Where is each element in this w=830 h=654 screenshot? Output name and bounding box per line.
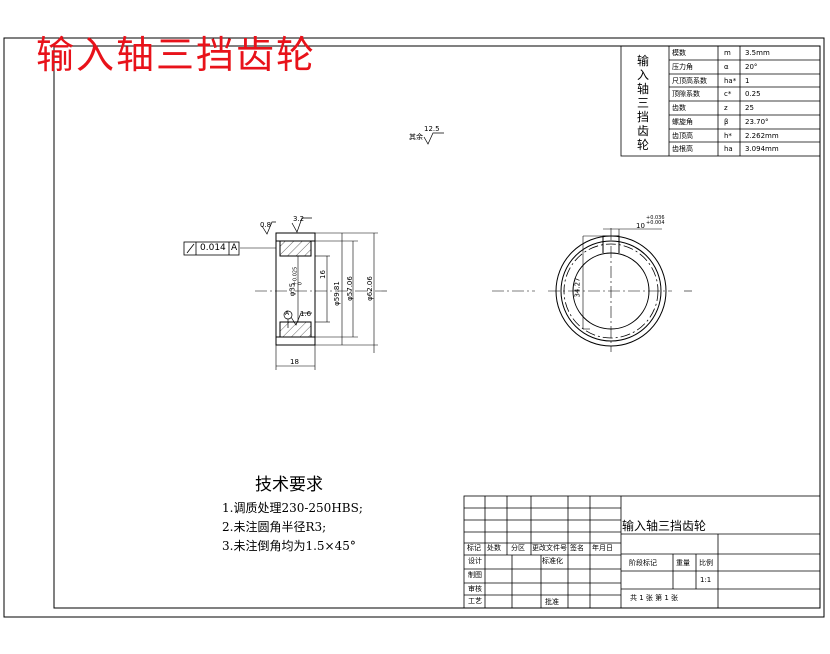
param-symbol: h* xyxy=(724,132,732,140)
param-name: 压力角 xyxy=(672,63,693,71)
requirements-title: 技术要求 xyxy=(255,475,323,495)
tb-row-review: 审核 xyxy=(468,585,482,593)
tb-scale-value: 1:1 xyxy=(700,576,712,584)
param-value: 1 xyxy=(745,77,750,85)
param-name: 齿根高 xyxy=(672,145,693,153)
outer-border xyxy=(3,37,825,618)
title-block-name: 输入轴三挡齿轮 xyxy=(622,519,707,533)
param-name: 齿数 xyxy=(672,104,686,112)
param-table-grid xyxy=(620,45,821,157)
page-title: 输入轴三挡齿轮 xyxy=(36,33,317,77)
param-name: 模数 xyxy=(672,49,686,57)
keyway-width: 10 xyxy=(636,222,645,230)
param-symbol: β xyxy=(724,118,729,126)
param-symbol: α xyxy=(724,63,729,71)
tb-row-drawing: 制图 xyxy=(468,571,482,579)
param-name: 螺旋角 xyxy=(672,118,693,126)
roughness-left: 0.8 xyxy=(260,221,272,229)
tolerance-frame xyxy=(183,241,240,256)
tb-row-design: 设计 xyxy=(468,557,482,565)
dim-57: φ57.06 xyxy=(345,276,354,301)
tb-stage-label: 阶段标记 xyxy=(629,559,657,567)
tb-header-cell: 年月日 xyxy=(592,544,613,552)
keyway-depth: 34.27 xyxy=(573,277,582,298)
roughness-general-prefix: 其余 xyxy=(409,133,423,141)
tb-header-cell: 标记 xyxy=(467,544,481,552)
param-value: 0.25 xyxy=(745,90,761,98)
param-value: 3.094mm xyxy=(745,145,779,153)
title-block-grid xyxy=(463,495,821,609)
keyway-tol: +0.036 +0.004 xyxy=(646,215,665,226)
param-symbol: ha* xyxy=(724,77,737,85)
roughness-symbols xyxy=(261,132,444,326)
param-symbol: m xyxy=(724,49,731,57)
dim-16: 16 xyxy=(318,270,327,279)
side-view xyxy=(240,232,390,370)
dim-bore-tol: +0.025 0 xyxy=(292,266,304,286)
param-table-title: 输入轴三挡齿轮 xyxy=(636,54,649,152)
tb-row-process: 工艺 xyxy=(468,597,482,605)
requirement-item: 3.未注倒角均为1.5×45° xyxy=(222,539,356,553)
requirement-item: 1.调质处理230-250HBS; xyxy=(222,501,363,515)
tb-header-cell: 更改文件号 xyxy=(532,544,567,552)
tb-approve: 批准 xyxy=(545,598,559,606)
param-name: 齿顶高 xyxy=(672,132,693,140)
requirement-item: 2.未注圆角半径R3; xyxy=(222,520,327,534)
tb-sheets: 共 1 张 第 1 张 xyxy=(630,594,679,602)
tb-header-cell: 分区 xyxy=(511,544,525,552)
param-value: 3.5mm xyxy=(745,49,770,57)
param-value: 20° xyxy=(745,63,758,71)
param-name: 顶隙系数 xyxy=(672,90,700,98)
tolerance-datum: A xyxy=(231,243,238,253)
param-value: 2.262mm xyxy=(745,132,779,140)
tb-standardization: 标准化 xyxy=(542,557,563,565)
dim-59: φ59.81 xyxy=(332,281,341,306)
roughness-general-value: 12.5 xyxy=(424,125,440,133)
roughness-top: 3.2 xyxy=(293,215,305,223)
param-name: 尺顶高系数 xyxy=(672,77,707,85)
param-symbol: z xyxy=(724,104,728,112)
tb-scale-label: 比例 xyxy=(699,559,713,567)
dim-width: 18 xyxy=(290,358,299,366)
param-value: 25 xyxy=(745,104,754,112)
tolerance-value: 0.014 xyxy=(200,243,226,253)
param-symbol: c* xyxy=(724,90,732,98)
param-symbol: ha xyxy=(724,145,733,153)
param-value: 23.70° xyxy=(745,118,769,126)
tb-weight-label: 重量 xyxy=(676,559,690,567)
tb-header-cell: 签名 xyxy=(570,544,584,552)
roughness-inner: 1.6 xyxy=(300,310,312,318)
tb-header-cell: 处数 xyxy=(487,544,501,552)
front-view xyxy=(492,228,692,352)
inner-border xyxy=(53,45,821,609)
dim-62: φ62.06 xyxy=(365,276,374,301)
datum-label: A xyxy=(285,310,290,317)
